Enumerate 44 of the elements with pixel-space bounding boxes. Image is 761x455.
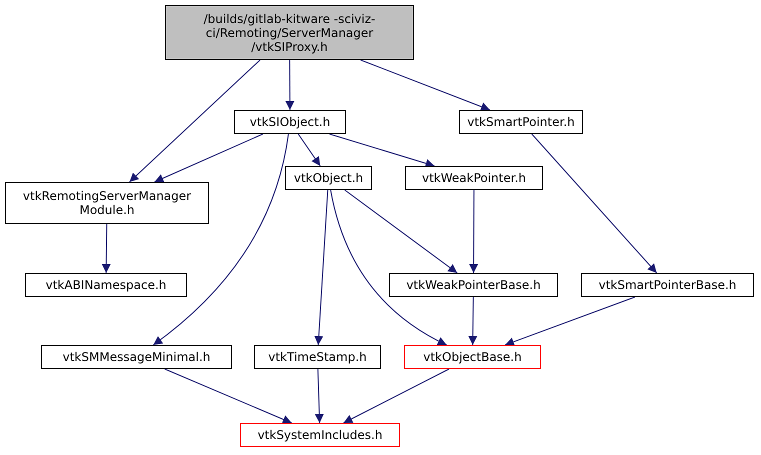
- file-box: [459, 110, 583, 134]
- file-name: vtkWeakPointer.h: [422, 171, 526, 185]
- file-name: /builds/gitlab-kitware -sciviz-ci/Remoting/ServerManager /vtkSIProxy.h: [202, 12, 376, 54]
- arrow: [285, 60, 294, 110]
- arrow: [298, 134, 321, 166]
- arrow: [330, 190, 448, 346]
- arrow: [314, 368, 324, 424]
- file-name: vtkSmartPointer.h: [467, 115, 575, 129]
- file-name: vtkWeakPointerBase.h: [406, 278, 541, 292]
- file-name: vtkTimeStamp.h: [268, 350, 367, 364]
- arrow: [504, 296, 636, 346]
- arrow: [314, 190, 328, 346]
- file-box: [389, 273, 558, 297]
- file-name: vtkObjectBase.h: [423, 350, 522, 364]
- file-name: vtkObject.h: [294, 171, 364, 185]
- file-box: [5, 182, 209, 224]
- file-box: [285, 166, 372, 190]
- file-box: [25, 273, 187, 297]
- file-box: [234, 110, 346, 134]
- file-box: [41, 345, 232, 369]
- file-box: [404, 345, 541, 369]
- arrow: [102, 224, 111, 274]
- file-box: [240, 423, 400, 447]
- file-name: vtkSMMessageMinimal.h: [62, 350, 210, 364]
- arrow: [164, 368, 292, 424]
- file-name: vtkSmartPointerBase.h: [598, 278, 736, 292]
- file-box: [165, 5, 414, 60]
- arrow: [531, 134, 658, 274]
- arrow: [468, 296, 478, 346]
- arrow: [128, 60, 261, 182]
- file-box: [405, 166, 543, 190]
- arrow: [342, 368, 450, 424]
- arrow: [469, 190, 478, 274]
- file-name: vtkSystemIncludes.h: [258, 428, 382, 442]
- arrow: [344, 190, 458, 274]
- file-name: vtkRemotingServerManager Module.h: [22, 189, 192, 217]
- arrow: [360, 60, 490, 111]
- arrow: [152, 134, 289, 346]
- arrow: [154, 134, 264, 182]
- file-box: [254, 345, 381, 369]
- file-box: [581, 273, 754, 297]
- arrow: [328, 134, 436, 168]
- file-name: vtkABINamespace.h: [46, 278, 166, 292]
- file-name: vtkSIObject.h: [250, 115, 330, 129]
